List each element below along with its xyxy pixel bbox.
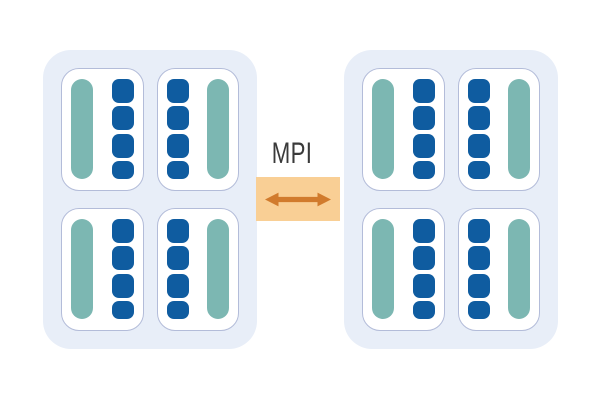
core-block bbox=[111, 273, 134, 298]
cpu-socket bbox=[457, 68, 540, 191]
core-column bbox=[111, 79, 134, 179]
compute-node-left bbox=[43, 50, 257, 349]
cpu-socket bbox=[457, 208, 540, 331]
core-block bbox=[111, 106, 134, 131]
core-column bbox=[412, 219, 435, 319]
core-block bbox=[412, 133, 435, 158]
core-column bbox=[111, 219, 134, 319]
memory-bar bbox=[508, 219, 530, 319]
core-block bbox=[111, 160, 134, 179]
compute-node-right bbox=[344, 50, 558, 349]
core-block bbox=[166, 106, 189, 131]
core-block bbox=[111, 79, 134, 103]
core-block bbox=[412, 246, 435, 271]
mpi-label: MPI bbox=[271, 137, 313, 170]
core-block bbox=[111, 133, 134, 158]
core-block bbox=[412, 79, 435, 103]
core-block bbox=[412, 160, 435, 179]
core-block bbox=[412, 106, 435, 131]
core-block bbox=[467, 79, 490, 103]
cpu-socket bbox=[61, 208, 144, 331]
core-block bbox=[412, 219, 435, 243]
core-block bbox=[166, 273, 189, 298]
memory-bar bbox=[71, 79, 93, 179]
core-block bbox=[412, 300, 435, 319]
core-block bbox=[467, 160, 490, 179]
core-block bbox=[166, 219, 189, 243]
core-block bbox=[166, 133, 189, 158]
mpi-link-box bbox=[256, 177, 340, 221]
core-block bbox=[467, 219, 490, 243]
core-block bbox=[412, 273, 435, 298]
memory-bar bbox=[508, 79, 530, 179]
core-block bbox=[467, 273, 490, 298]
core-column bbox=[166, 79, 189, 179]
cpu-socket bbox=[61, 68, 144, 191]
core-block bbox=[111, 246, 134, 271]
cpu-socket bbox=[362, 208, 445, 331]
cpu-socket bbox=[156, 68, 239, 191]
core-column bbox=[412, 79, 435, 179]
core-block bbox=[467, 106, 490, 131]
core-block bbox=[111, 219, 134, 243]
core-block bbox=[467, 246, 490, 271]
core-block bbox=[467, 133, 490, 158]
core-column bbox=[467, 219, 490, 319]
core-block bbox=[111, 300, 134, 319]
cpu-socket bbox=[156, 208, 239, 331]
core-column bbox=[467, 79, 490, 179]
memory-bar bbox=[372, 79, 394, 179]
memory-bar bbox=[71, 219, 93, 319]
double-headed-arrow-icon bbox=[265, 192, 331, 206]
memory-bar bbox=[372, 219, 394, 319]
cpu-socket bbox=[362, 68, 445, 191]
core-block bbox=[166, 246, 189, 271]
memory-bar bbox=[207, 79, 229, 179]
core-block bbox=[166, 79, 189, 103]
core-block bbox=[166, 160, 189, 179]
core-block bbox=[467, 300, 490, 319]
core-column bbox=[166, 219, 189, 319]
core-block bbox=[166, 300, 189, 319]
memory-bar bbox=[207, 219, 229, 319]
